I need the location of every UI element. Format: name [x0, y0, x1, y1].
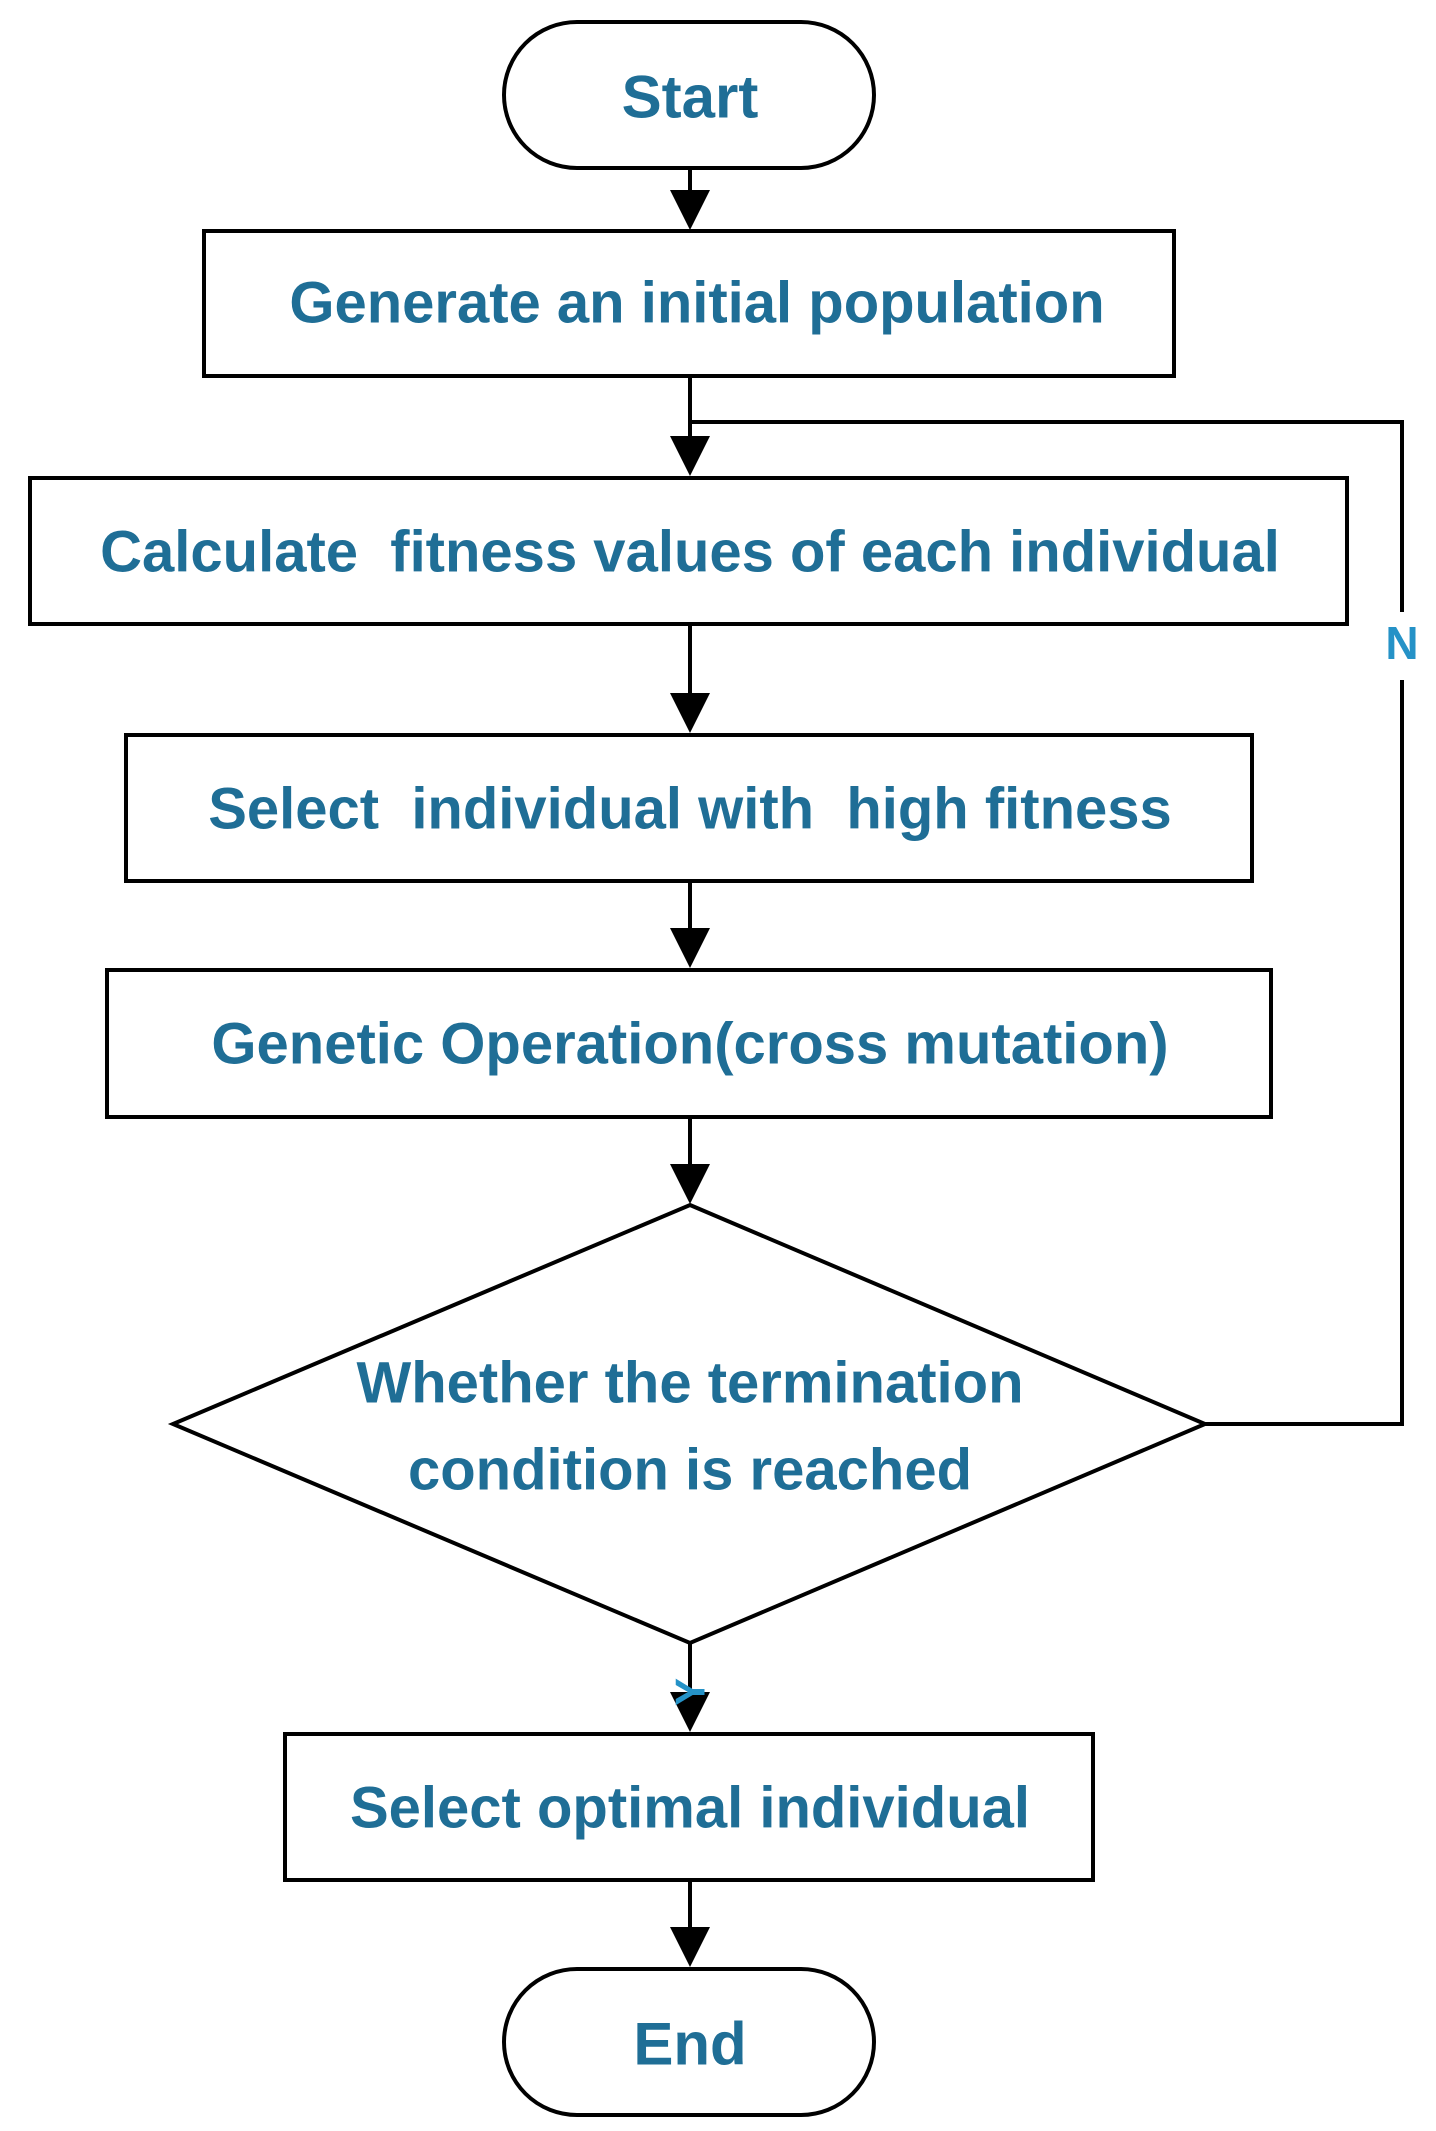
select-optimal-box: [283, 1732, 1095, 1882]
loop-back-no-path: [690, 420, 1404, 1426]
decision-label-line-2: condition is reached: [408, 1438, 972, 1503]
generate-population-label: Generate an initial population: [289, 271, 1104, 336]
generate-population-box: [202, 229, 1176, 378]
yes-branch-label: Y: [667, 1678, 714, 1706]
end-node: End: [502, 1967, 876, 2117]
select-optimal-node: Select optimal individual: [283, 1732, 1095, 1882]
genetic-operation-node: Genetic Operation(cross mutation): [105, 968, 1273, 1119]
calculate-fitness-label: Calculate fitness values of each individ…: [100, 520, 1280, 585]
termination-decision-diamond: [167, 1202, 1211, 1646]
genetic-operation-box: [105, 968, 1273, 1119]
termination-decision-node: Whether the termination condition is rea…: [167, 1202, 1211, 1646]
connectors: [670, 170, 1404, 1967]
decision-label-line-1: Whether the termination: [356, 1351, 1023, 1416]
calculate-fitness-node: Calculate fitness values of each individ…: [28, 476, 1349, 626]
select-high-fitness-node: Select individual with high fitness: [124, 733, 1254, 883]
select-high-fitness-label: Select individual with high fitness: [208, 777, 1172, 842]
genetic-operation-label: Genetic Operation(cross mutation): [211, 1012, 1168, 1077]
end-terminal-shape: [502, 1967, 876, 2117]
start-node: Start: [502, 20, 876, 170]
start-terminal-shape: [502, 20, 876, 170]
calculate-fitness-box: [28, 476, 1349, 626]
generate-population-node: Generate an initial population: [202, 229, 1176, 378]
select-high-fitness-box: [124, 733, 1254, 883]
start-label: Start: [622, 64, 759, 131]
no-label-background: [1380, 612, 1424, 680]
end-label: End: [633, 2011, 746, 2078]
no-branch-label: N: [1385, 617, 1418, 669]
select-optimal-label: Select optimal individual: [350, 1776, 1030, 1841]
